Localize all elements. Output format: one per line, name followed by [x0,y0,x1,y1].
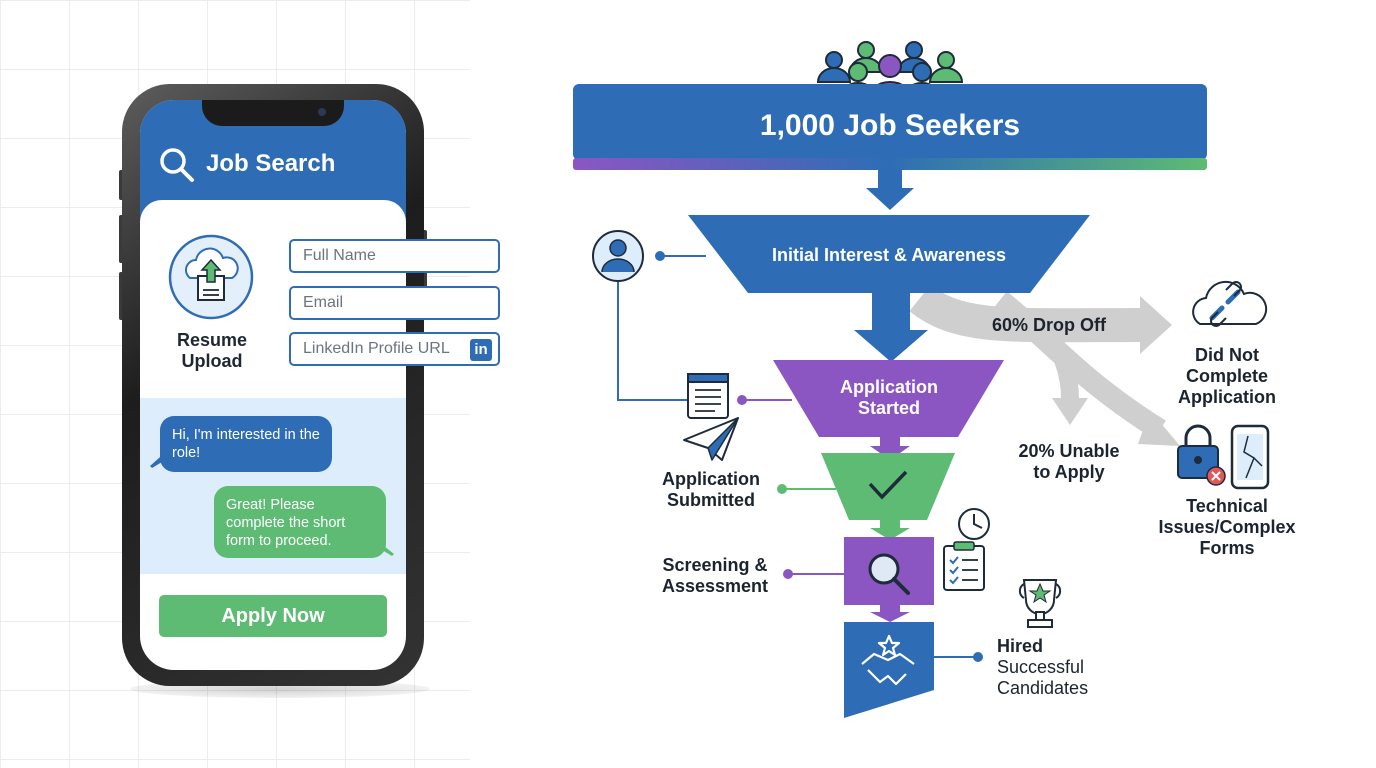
lock-error-icon [1177,424,1226,486]
top-banner [573,84,1207,160]
chat-area: Hi, I'm interested in the role! Great! P… [140,398,406,574]
stage-awareness-label: Initial Interest & Awareness [771,245,1007,265]
page-title: Job Search [206,150,336,177]
connector-dot-screening [783,569,793,579]
connector-dot-submitted [777,484,787,494]
apply-now-button[interactable]: Apply Now [159,595,387,637]
linkedin-url-field[interactable]: LinkedIn Profile URL in [289,332,500,366]
connector-dot-awareness [655,251,665,261]
resume-upload-label: Resume Upload [176,330,248,371]
bubble-tail-green [372,538,394,556]
stage-hired-detail: Successful Candidates [997,657,1089,698]
arrow-down-3 [870,437,910,460]
stage-submitted-shape [821,453,955,520]
trophy-icon [1018,579,1062,628]
arrow-down-4 [870,520,910,540]
camera-dot [318,108,326,116]
linkedin-placeholder: LinkedIn Profile URL [303,340,450,357]
phone-device: Job Search Resume Upload Hi, I'm interes… [122,84,424,686]
dropoff-arrow-20-head [1052,398,1088,425]
stage-screening-label: Screening & Assessment [661,555,769,596]
stage-awareness-shape [688,215,1090,293]
search-icon[interactable] [158,146,196,184]
linkedin-icon: in [470,339,492,361]
stage-hired-shape [844,622,934,718]
dropoff-20-label: 20% Unable to Apply [1018,441,1120,482]
phone-side-button [119,170,124,200]
dropoff-arrow-60-head [1140,296,1172,354]
chat-bubble-reply: Great! Please complete the short form to… [214,486,386,558]
clock-icon [958,508,990,540]
bubble-tail-blue [150,450,172,468]
stage-started-shape [773,360,1004,437]
dropoff-arrow-20-body [1024,310,1079,401]
email-field[interactable]: Email [289,286,500,320]
email-placeholder: Email [303,294,344,311]
chat-bubble-incoming: Hi, I'm interested in the role! [160,416,332,472]
dropoff-60-reason: Did Not Complete Application [1178,345,1276,407]
dropoff-arrow-60-body [909,284,1146,343]
cloud-upload-icon[interactable] [168,234,254,320]
stage-hired-title: Hired [997,636,1044,656]
banner-underline [573,158,1207,170]
dropoff-60-label: 60% Drop Off [991,315,1106,335]
top-banner-label: 1,000 Job Seekers [759,109,1021,142]
full-name-placeholder: Full Name [303,247,376,264]
stage-submitted-label: Application Submitted [662,469,760,510]
arrow-down-2 [854,293,928,362]
document-icon [687,373,729,419]
phone-volume-down [119,272,124,320]
paper-plane-icon [683,417,739,461]
connector-lines [617,255,706,401]
broken-link-cloud-icon [1192,280,1268,327]
arrow-down-1 [866,170,914,210]
phone-screen: Job Search Resume Upload Hi, I'm interes… [140,100,406,670]
magnifier-icon [868,553,910,595]
dropoff-20-reason: Technical Issues/Complex Forms [1158,496,1296,558]
connector-dot-started [737,395,747,405]
arrow-down-5 [870,605,910,622]
connector-dot-hired [973,652,983,662]
checklist-icon [943,541,985,591]
phone-volume-up [119,215,124,263]
handshake-icon [861,634,915,686]
checkmark-icon [868,470,908,500]
dropoff-arrow-tech-head [1138,410,1180,446]
stage-started-label: Application Started [840,377,938,418]
full-name-field[interactable]: Full Name [289,239,500,273]
user-avatar-icon [592,230,644,282]
broken-phone-icon [1230,424,1270,490]
